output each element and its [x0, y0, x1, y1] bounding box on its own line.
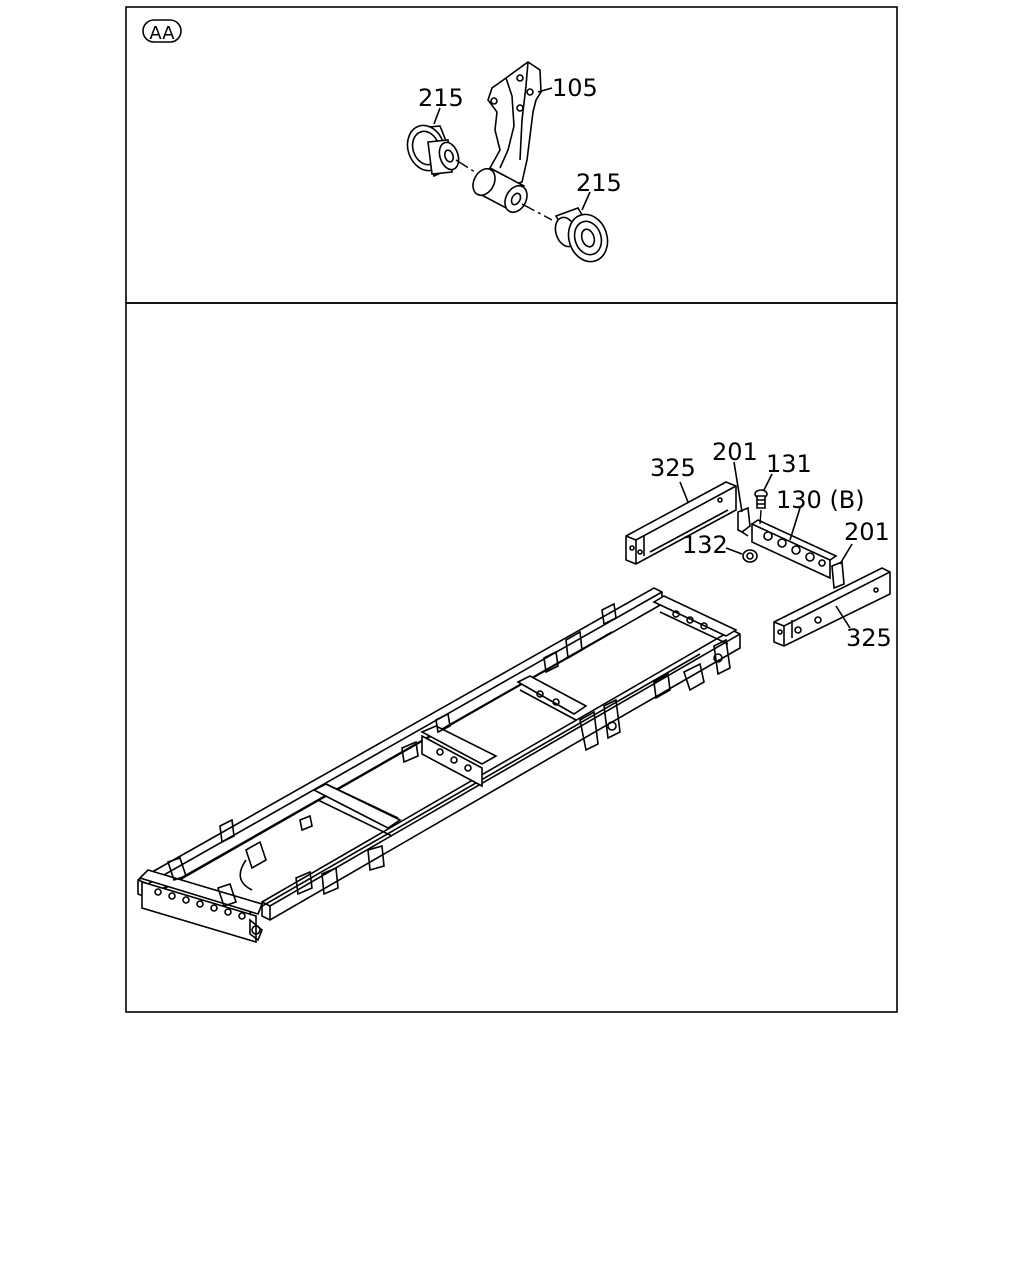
callout-132-text: 132 — [682, 531, 728, 559]
detail-marker: AA — [142, 19, 182, 44]
callout-201-right: 201 — [839, 518, 890, 565]
nut-132-drawing — [742, 549, 758, 563]
bracket-201-top-drawing — [737, 506, 751, 537]
callout-132: 132 — [682, 531, 743, 559]
bushing-left-drawing — [406, 124, 460, 178]
callout-215-right: 215 — [576, 169, 622, 211]
callout-201-top-text: 201 — [712, 438, 758, 466]
bracket-105-drawing — [472, 61, 542, 214]
bushing-left-axis — [455, 159, 479, 175]
callout-130-text: 130 (B) — [776, 486, 865, 514]
callout-215-left-text: 215 — [418, 84, 464, 112]
callout-131-text: 131 — [766, 450, 812, 478]
main-panel-frame — [125, 302, 898, 1013]
reinforcement-left-drawing — [625, 481, 737, 565]
bushing-right-axis — [521, 203, 553, 221]
callout-215-left: 215 — [418, 84, 464, 125]
callout-105-text: 105 — [552, 74, 598, 102]
chassis-frame-drawing — [137, 587, 741, 944]
callout-201-top: 201 — [712, 438, 758, 513]
callout-325-right: 325 — [835, 605, 892, 652]
callout-131: 131 — [763, 450, 812, 491]
callout-130: 130 (B) — [776, 486, 865, 541]
bolt-131-drawing — [754, 489, 768, 525]
bushing-right-drawing — [554, 207, 609, 263]
crossmember-130-drawing — [751, 519, 838, 580]
callout-325-right-text: 325 — [846, 624, 892, 652]
reinforcement-right-drawing — [773, 567, 891, 647]
detail-marker-text: AA — [149, 23, 175, 44]
callout-325-left-text: 325 — [650, 454, 696, 482]
callout-105: 105 — [537, 74, 598, 102]
callout-215-right-text: 215 — [576, 169, 622, 197]
callout-201-right-text: 201 — [844, 518, 890, 546]
callout-325-left: 325 — [650, 454, 696, 503]
bracket-201-right-drawing — [831, 560, 845, 590]
